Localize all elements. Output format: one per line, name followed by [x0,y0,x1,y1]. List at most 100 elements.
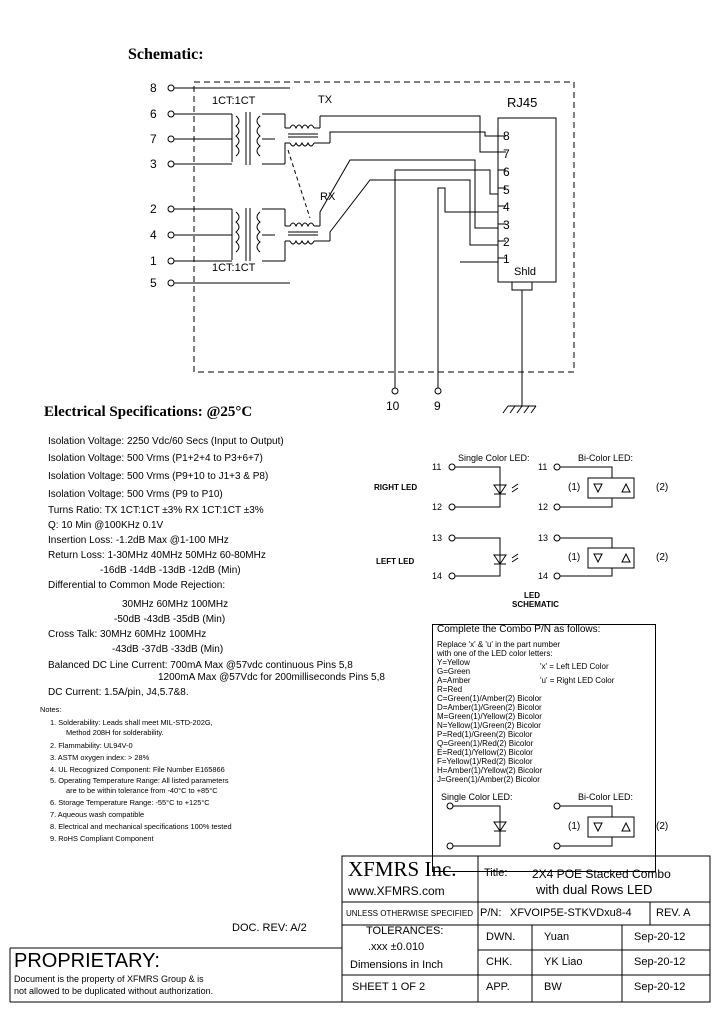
note-item: 4. UL Recognized Component: File Number … [50,765,225,774]
pn-label: P/N: [480,907,502,919]
sheet-number: SHEET 1 OF 2 [352,981,426,993]
schematic-title: Schematic: [128,46,204,63]
combo-line: N=Yellow(1)/Green(2) Bicolor [437,721,541,730]
tolerances-label: TOLERANCES: [366,925,444,937]
note-item: 2. Flammability: UL94V-0 [50,741,133,750]
title-label: Title: [484,867,508,879]
shield-tab [511,281,533,291]
combo-line: A=Amber [437,676,471,685]
spec-line: Turns Ratio: TX 1CT:1CT ±3% RX 1CT:1CT ±… [48,505,264,516]
pin-label: 7 [150,132,157,146]
led-pin: 14 [538,571,549,581]
rj-pin-label: 7 [503,147,510,161]
combo-line: R=Red [437,685,463,694]
pin-label: 4 [150,228,157,242]
combo-line: G=Green [437,667,471,676]
pin-label: 2 [150,202,157,216]
spec-line: -50dB -43dB -35dB (Min) [114,614,226,625]
title-block-grid [9,855,711,1003]
combo-bicolor-led-label: Bi-Color LED: [578,792,634,802]
combo-line: C=Green(1)/Amber(2) Bicolor [437,694,542,703]
note-item: are to be within tolerance from -40°C to… [66,786,218,795]
chk-name: YK Liao [544,956,583,968]
led-two-label: (2) [656,552,669,563]
combo-line: J=Green(1)/Amber(2) Bicolor [437,775,540,784]
title-line-2: with dual Rows LED [536,882,653,897]
pin-10-label: 10 [386,399,400,413]
combo-one-label: (1) [568,821,581,832]
led-pin: 12 [432,502,443,512]
pin-label: 5 [150,276,157,290]
note-item: Method 208H for solderability. [66,728,164,737]
combo-line: Q=Green(1)/Red(2) Bicolor [437,739,534,748]
combo-single-led-label: Single Color LED: [441,792,513,802]
spec-line: 1200mA Max @57Vdc for 200milliseconds Pi… [158,672,385,683]
pin-label: 1 [150,254,157,268]
spec-line: Insertion Loss: -1.2dB Max @1-100 MHz [48,535,229,546]
spec-line: Balanced DC Line Current: 700mA Max @57v… [48,660,353,671]
rj-pin-label: 6 [503,165,510,179]
spec-line: Isolation Voltage: 500 Vrms (P1+2+4 to P… [48,453,263,464]
led-schematic-label-1: LED [524,591,540,600]
rj-pin-label: 5 [503,183,510,197]
spec-line: 30MHz 60MHz 100MHz [122,599,229,610]
dwn-date: Sep-20-12 [634,931,686,943]
combo-line: P=Red(1)/Green(2) Bicolor [437,730,533,739]
note-item: 9. RoHS Compliant Component [50,834,154,843]
tx-label: TX [318,94,333,106]
doc-revision: DOC. REV: A/2 [232,922,307,934]
spec-line: Return Loss: 1-30MHz 40MHz 50MHz 60-80MH… [48,550,266,561]
rj-pin-label: 3 [503,218,510,232]
tolerance-value: .xxx ±0.010 [368,941,425,953]
led-schematic-label-2: SCHEMATIC [512,600,559,609]
combo-x-note: 'x' = Left LED Color [540,662,609,671]
combo-u-note: 'u' = Right LED Color [540,676,615,685]
spec-line: Isolation Voltage: 500 Vrms (P9 to P10) [48,489,223,500]
combo-line: with one of the LED color letters: [437,649,553,658]
electrical-spec-title: Electrical Specifications: @25°C [44,404,253,420]
note-item: 3. ASTM oxygen index: > 28% [50,753,150,762]
app-date: Sep-20-12 [634,981,686,993]
combo-two-label: (2) [656,821,669,832]
combo-line: E=Red(1)/Yellow(2) Bicolor [437,748,533,757]
enclosure-outline [193,81,575,373]
note-item: 5. Operating Temperature Range: All list… [50,776,229,785]
company-name: XFMRS Inc. [348,857,457,881]
pin-label: 8 [150,81,157,95]
led-pin: 12 [538,502,549,512]
combo-line: D=Amber(1)/Green(2) Bicolor [437,703,542,712]
ratio-label-rx: 1CT:1CT [212,262,256,274]
spec-line: Isolation Voltage: 2250 Vdc/60 Secs (Inp… [48,436,284,447]
shield-label: Shld [514,266,537,278]
chk-date: Sep-20-12 [634,956,686,968]
chk-label: CHK. [486,956,513,968]
combo-title: Complete the Combo P/N as follows: [437,624,601,635]
rj-pin-label: 1 [503,252,510,266]
combo-line: Y=Yellow [437,658,470,667]
pin-label: 6 [150,107,157,121]
dimensions-unit: Dimensions in Inch [350,959,443,971]
combo-line: F=Yellow(1)/Red(2) Bicolor [437,757,533,766]
proprietary-title: PROPRIETARY: [14,950,160,972]
revision: REV. A [656,907,691,919]
company-website[interactable]: www.XFMRS.com [348,884,445,898]
part-number: XFVOIP5E-STKVDxu8-4 [510,907,632,919]
led-pin: 13 [432,533,443,543]
spec-line: Isolation Voltage: 500 Vrms (P9+10 to J1… [48,471,269,482]
spec-line: Differential to Common Mode Rejection: [48,580,226,591]
left-led-label: LEFT LED [376,557,415,566]
dwn-name: Yuan [544,931,570,943]
note-item: 1. Solderability: Leads shall meet MIL-S… [50,718,213,727]
spec-line: Q: 10 Min @100KHz 0.1V [48,520,164,531]
combo-line: Replace 'x' & 'u' in the part number [437,640,561,649]
led-schematic-drawing [446,463,635,850]
spec-line: DC Current: 1.5A/pin, J4,5.7&8. [48,687,189,698]
single-led-label: Single Color LED: [458,453,530,463]
app-name: BW [544,981,562,993]
led-pin: 11 [538,462,548,472]
rj-pin-label: 4 [503,200,510,214]
proprietary-line-1: Document is the property of XFMRS Group … [14,974,204,984]
pin-9-label: 9 [434,399,441,413]
rj45-label: RJ45 [507,95,538,110]
rj-pin-label: 2 [503,235,510,249]
